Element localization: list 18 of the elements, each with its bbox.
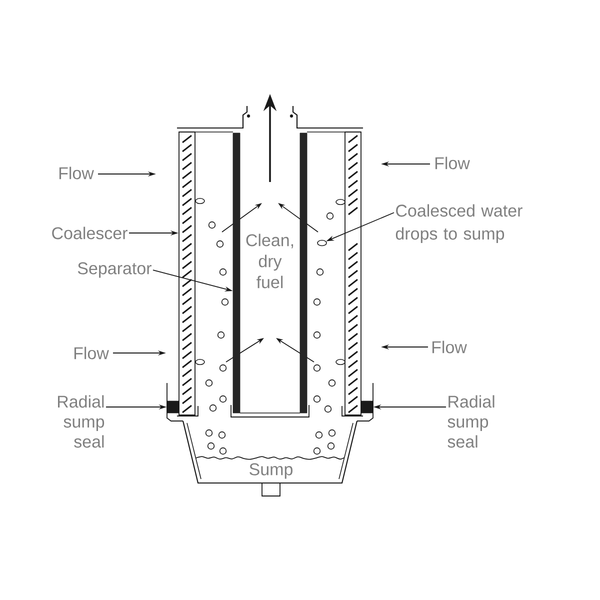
separator-wall: [300, 132, 308, 414]
part-label: Radial sump seal: [58, 395, 104, 448]
region-label: Clean, dry fuel: [246, 234, 294, 288]
flow-label: Flow: [59, 166, 94, 180]
coalescer-wall: [344, 132, 362, 416]
coalescer-wall: [178, 132, 196, 416]
flow-label: Flow: [432, 340, 467, 354]
region-label: Sump: [250, 463, 292, 479]
seal-block: [360, 400, 374, 414]
part-label: Radial sump seal: [448, 395, 494, 448]
water-droplet: [317, 240, 327, 246]
seal-block: [166, 400, 180, 414]
part-label: Separator: [78, 262, 152, 278]
part-label: Coalescer: [52, 226, 128, 240]
separator-wall: [232, 132, 240, 414]
part-label: Coalesced water drops to sump: [396, 204, 522, 244]
flow-label: Flow: [74, 346, 109, 360]
flow-label: Flow: [435, 156, 470, 170]
